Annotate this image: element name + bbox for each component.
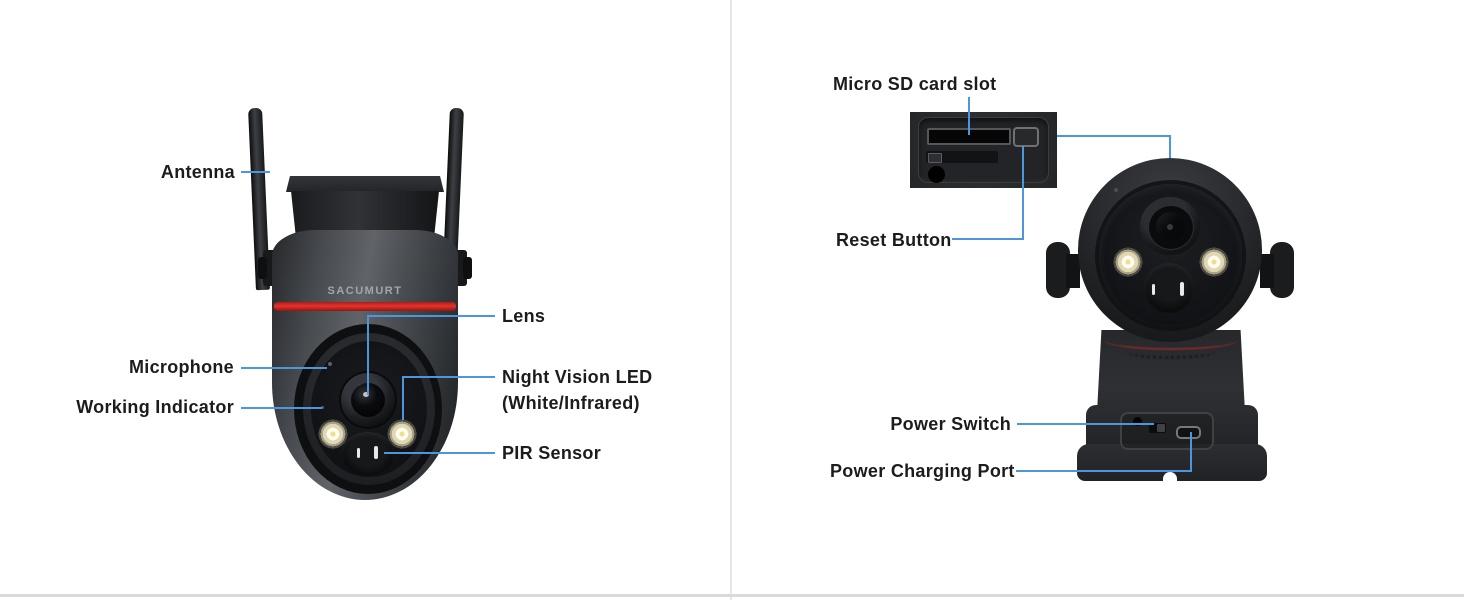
vertical-divider bbox=[730, 0, 732, 600]
charging-leader-line-v bbox=[1190, 432, 1192, 472]
reset-button bbox=[1013, 127, 1039, 147]
night-vision-led-left-back bbox=[1113, 247, 1143, 277]
antenna-hinge-knob-right bbox=[463, 257, 472, 279]
hinge-knob-right bbox=[1270, 242, 1294, 298]
label-microphone: Microphone bbox=[129, 357, 234, 377]
label-night-vision-led-line2: (White/Infrared) bbox=[502, 393, 640, 413]
night-vision-leader-line-v bbox=[402, 376, 404, 420]
neck-embossed-marking bbox=[1126, 344, 1216, 359]
microphone-hole bbox=[328, 362, 332, 366]
night-vision-leader-line-h bbox=[403, 376, 495, 378]
brand-text: SACUMURT bbox=[327, 285, 403, 297]
base-notch bbox=[1163, 472, 1177, 481]
lens-center-back-view bbox=[1167, 224, 1173, 230]
base-hole bbox=[1133, 417, 1142, 426]
pir-mark-right-back bbox=[1180, 282, 1184, 296]
bottom-divider bbox=[0, 594, 1464, 597]
antenna-leader-line bbox=[241, 171, 270, 173]
label-night-vision-led: Night Vision LED (White/Infrared) bbox=[502, 364, 652, 416]
lens-highlight bbox=[363, 392, 369, 397]
antenna-hinge-knob-left bbox=[258, 257, 267, 279]
head-mic-hole bbox=[1114, 188, 1118, 192]
label-antenna: Antenna bbox=[160, 162, 235, 182]
working-indicator-light bbox=[321, 406, 324, 409]
inset-to-camera-line-v bbox=[1169, 135, 1171, 158]
lens-leader-line-h bbox=[368, 315, 495, 317]
secondary-slot-chip bbox=[928, 153, 942, 163]
power-switch-knob bbox=[1157, 424, 1165, 432]
inset-screw-hole bbox=[928, 166, 945, 183]
label-working-indicator: Working Indicator bbox=[76, 397, 234, 417]
working-indicator-leader-line bbox=[241, 407, 322, 409]
microphone-leader-line bbox=[241, 367, 327, 369]
label-night-vision-led-line1: Night Vision LED bbox=[502, 367, 653, 387]
label-micro-sd-card-slot: Micro SD card slot bbox=[833, 74, 997, 94]
pir-mark-left-back bbox=[1152, 284, 1155, 295]
pir-sensor-window bbox=[341, 432, 395, 476]
camera-upper-cylinder bbox=[291, 191, 439, 233]
label-power-charging-port: Power Charging Port bbox=[830, 461, 1015, 481]
inset-to-camera-line-h bbox=[1057, 135, 1171, 137]
red-stripe bbox=[274, 302, 456, 311]
lens-leader-line-v bbox=[367, 315, 369, 395]
label-pir-sensor: PIR Sensor bbox=[502, 443, 602, 463]
power-switch-leader-line bbox=[1017, 423, 1154, 425]
pir-mark-right bbox=[374, 446, 378, 459]
label-power-switch: Power Switch bbox=[890, 414, 1011, 434]
sd-slot-leader-line bbox=[968, 97, 970, 135]
reset-leader-line-h bbox=[952, 238, 1024, 240]
label-lens: Lens bbox=[502, 306, 546, 326]
label-reset-button: Reset Button bbox=[836, 230, 952, 250]
power-charging-port bbox=[1176, 426, 1201, 439]
hinge-axle-right bbox=[1260, 254, 1274, 288]
camera-top-cap bbox=[286, 176, 444, 192]
charging-leader-line-h bbox=[1016, 470, 1192, 472]
pir-leader-line bbox=[384, 452, 495, 454]
reset-leader-line-v bbox=[1022, 146, 1024, 240]
pir-mark-left bbox=[357, 448, 360, 458]
secondary-slot bbox=[926, 151, 998, 163]
night-vision-led-right-back bbox=[1199, 247, 1229, 277]
sd-slot-inset bbox=[910, 112, 1057, 188]
hinge-axle-left bbox=[1066, 254, 1080, 288]
